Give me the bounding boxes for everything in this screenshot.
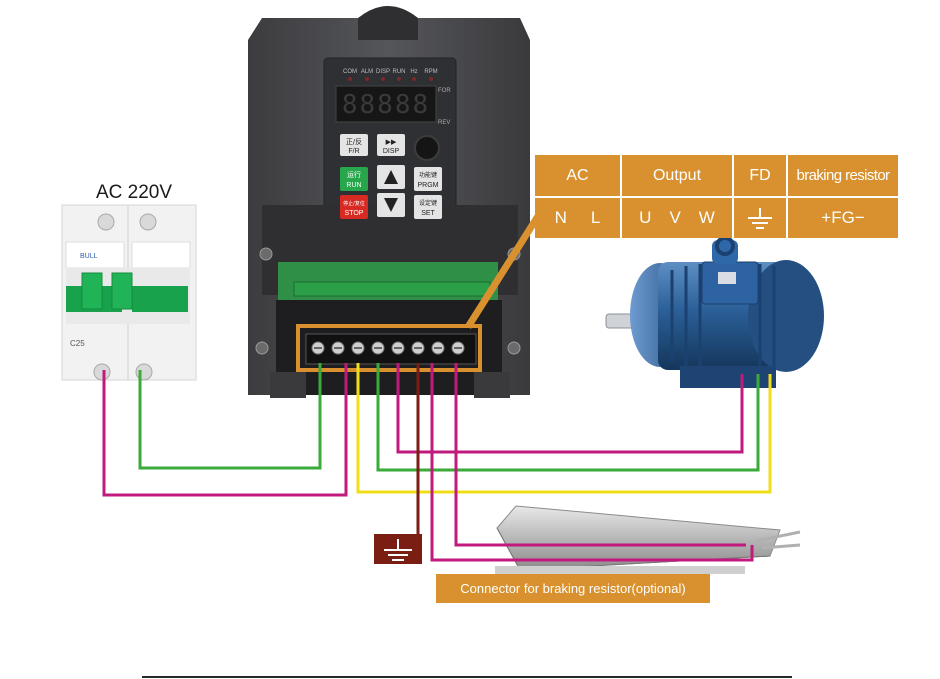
braking-resistor	[495, 505, 801, 574]
table-cell-output: U V W	[622, 198, 732, 238]
set-button[interactable]: 设定键 SET	[414, 195, 442, 219]
up-button[interactable]	[377, 165, 405, 189]
down-button[interactable]	[377, 193, 405, 217]
table-header-braking: braking resistor	[788, 155, 898, 196]
run-button[interactable]: 运行 RUN	[340, 167, 368, 191]
ground-icon	[384, 539, 412, 561]
fr-button-en: F/R	[348, 148, 359, 155]
breaker-voltage-label: AC 220V	[96, 182, 173, 203]
wire-output-green	[376, 363, 760, 472]
dir-rev-label: REV	[438, 120, 450, 126]
callout-leader	[465, 203, 548, 329]
dir-for-label: FOR	[438, 88, 451, 94]
table-header-ac: AC	[535, 155, 620, 196]
power-terminal-strip	[296, 324, 482, 372]
terminal-l: L	[590, 208, 601, 227]
indicator-led-run	[397, 77, 401, 81]
fr-button-cn: 正/反	[346, 137, 362, 146]
braking-resistor-note: Connector for braking resistor(optional)	[436, 574, 710, 603]
wire-output-magenta	[396, 363, 744, 454]
run-button-en: RUN	[346, 182, 361, 189]
breaker-model: C25	[70, 339, 85, 348]
disp-button[interactable]: ▶▶ DISP	[377, 134, 405, 156]
stop-button-cn: 停止/复位	[343, 200, 365, 207]
wire-output-yellow	[356, 363, 772, 494]
ground-icon	[748, 208, 772, 229]
indicator-led-disp	[381, 77, 385, 81]
indicator-led-com	[348, 77, 352, 81]
indicator-led-hz	[412, 77, 416, 81]
table-cell-braking: +FG−	[788, 198, 898, 238]
down-arrow-icon	[384, 198, 398, 212]
three-phase-motor	[605, 236, 824, 388]
prgm-button[interactable]: 功能键 PRGM	[414, 167, 442, 191]
led-display-digits: 88888	[342, 90, 430, 120]
indicator-label-alm: ALM	[361, 69, 373, 75]
indicator-label-run: RUN	[393, 69, 406, 75]
stop-button-en: STOP	[345, 210, 364, 217]
prgm-button-en: PRGM	[418, 182, 439, 189]
terminal-v: V	[669, 208, 681, 227]
breaker-brand: BULL	[80, 253, 98, 260]
up-arrow-icon	[384, 170, 398, 184]
table-cell-fd	[734, 198, 786, 238]
wiring	[102, 363, 772, 562]
fast-forward-icon: ▶▶	[386, 138, 397, 146]
terminal-w: W	[698, 208, 715, 227]
wire-braking-magenta-1	[430, 363, 754, 562]
wire-braking-magenta-2	[454, 363, 746, 547]
disp-button-en: DISP	[383, 148, 400, 155]
indicator-led-rpm	[429, 77, 433, 81]
run-button-cn: 运行	[347, 170, 361, 179]
table-header-output: Output	[622, 155, 732, 196]
prgm-button-cn: 功能键	[419, 171, 437, 179]
indicator-label-hz: Hz	[410, 69, 417, 75]
indicator-label-disp: DISP	[376, 69, 390, 75]
wire-ac-magenta	[102, 363, 348, 497]
potentiometer-knob[interactable]	[414, 135, 440, 161]
ground-terminal-box	[374, 534, 422, 564]
terminal-n: N	[554, 208, 567, 227]
table-cell-ac: N L	[535, 198, 620, 238]
wire-ac-green	[138, 363, 322, 470]
indicator-label-rpm: RPM	[424, 69, 437, 75]
stop-button[interactable]: 停止/复位 STOP	[340, 195, 368, 219]
set-button-en: SET	[421, 210, 435, 217]
circuit-breaker: BULL C25	[61, 204, 197, 381]
fr-button[interactable]: 正/反 F/R	[340, 134, 368, 156]
indicator-label-com: COM	[343, 69, 357, 75]
set-button-cn: 设定键	[419, 199, 437, 207]
terminal-u: U	[639, 208, 652, 227]
table-header-fd: FD	[734, 155, 786, 196]
indicator-led-alm	[365, 77, 369, 81]
